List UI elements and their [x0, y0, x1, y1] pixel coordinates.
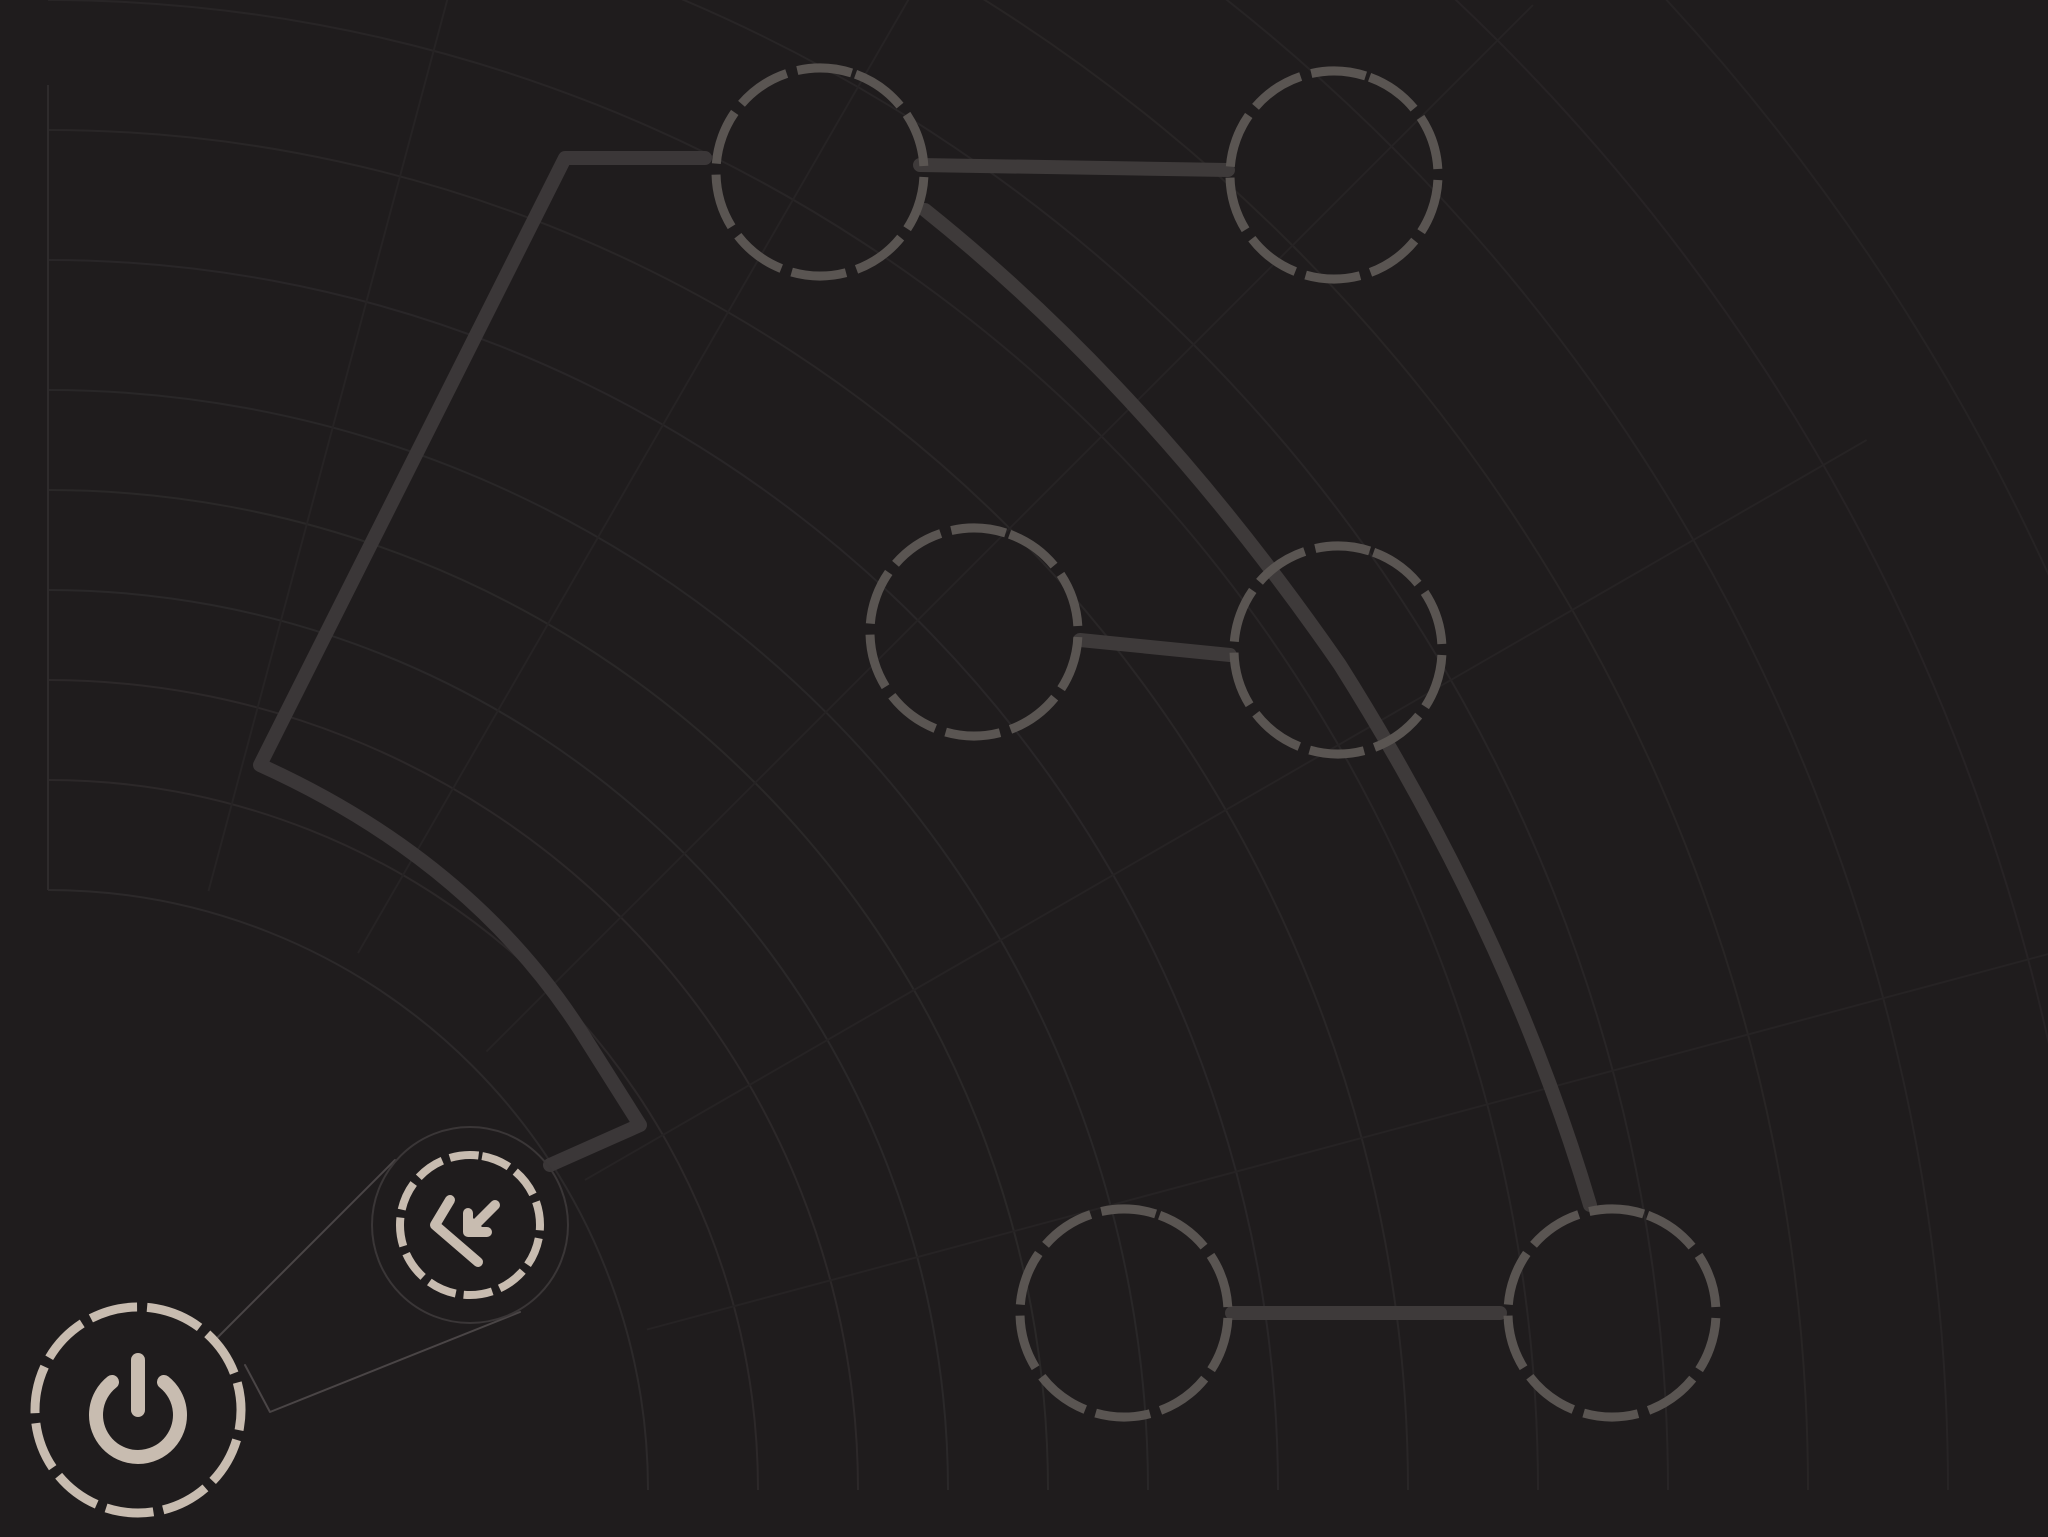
- background-radial: [357, 0, 910, 954]
- power-button[interactable]: [19, 1291, 258, 1530]
- path-top: [913, 158, 1235, 177]
- node-middle-left[interactable]: [841, 499, 1108, 766]
- node-bottom-left[interactable]: [991, 1180, 1258, 1447]
- background-arc: [47, 889, 649, 1491]
- back-button[interactable]: [389, 1144, 551, 1306]
- background-radial: [207, 0, 449, 892]
- node-bottom-right[interactable]: [1479, 1180, 1746, 1447]
- back-arrow-icon: [430, 1195, 500, 1267]
- node-middle-right[interactable]: [1205, 517, 1472, 784]
- path-arc: [918, 203, 1597, 1212]
- path-thin-connector: [214, 1159, 521, 1413]
- level-paths: [214, 151, 1597, 1413]
- background-radials: [207, 0, 2048, 1331]
- path-left-outer: [253, 151, 712, 1172]
- background-radial: [584, 439, 1868, 1181]
- power-icon: [89, 1353, 187, 1464]
- back-button-halo: [371, 1126, 569, 1324]
- background-radial: [485, 4, 1534, 1053]
- path-middle: [1073, 633, 1237, 662]
- background-radial: [646, 953, 2048, 1331]
